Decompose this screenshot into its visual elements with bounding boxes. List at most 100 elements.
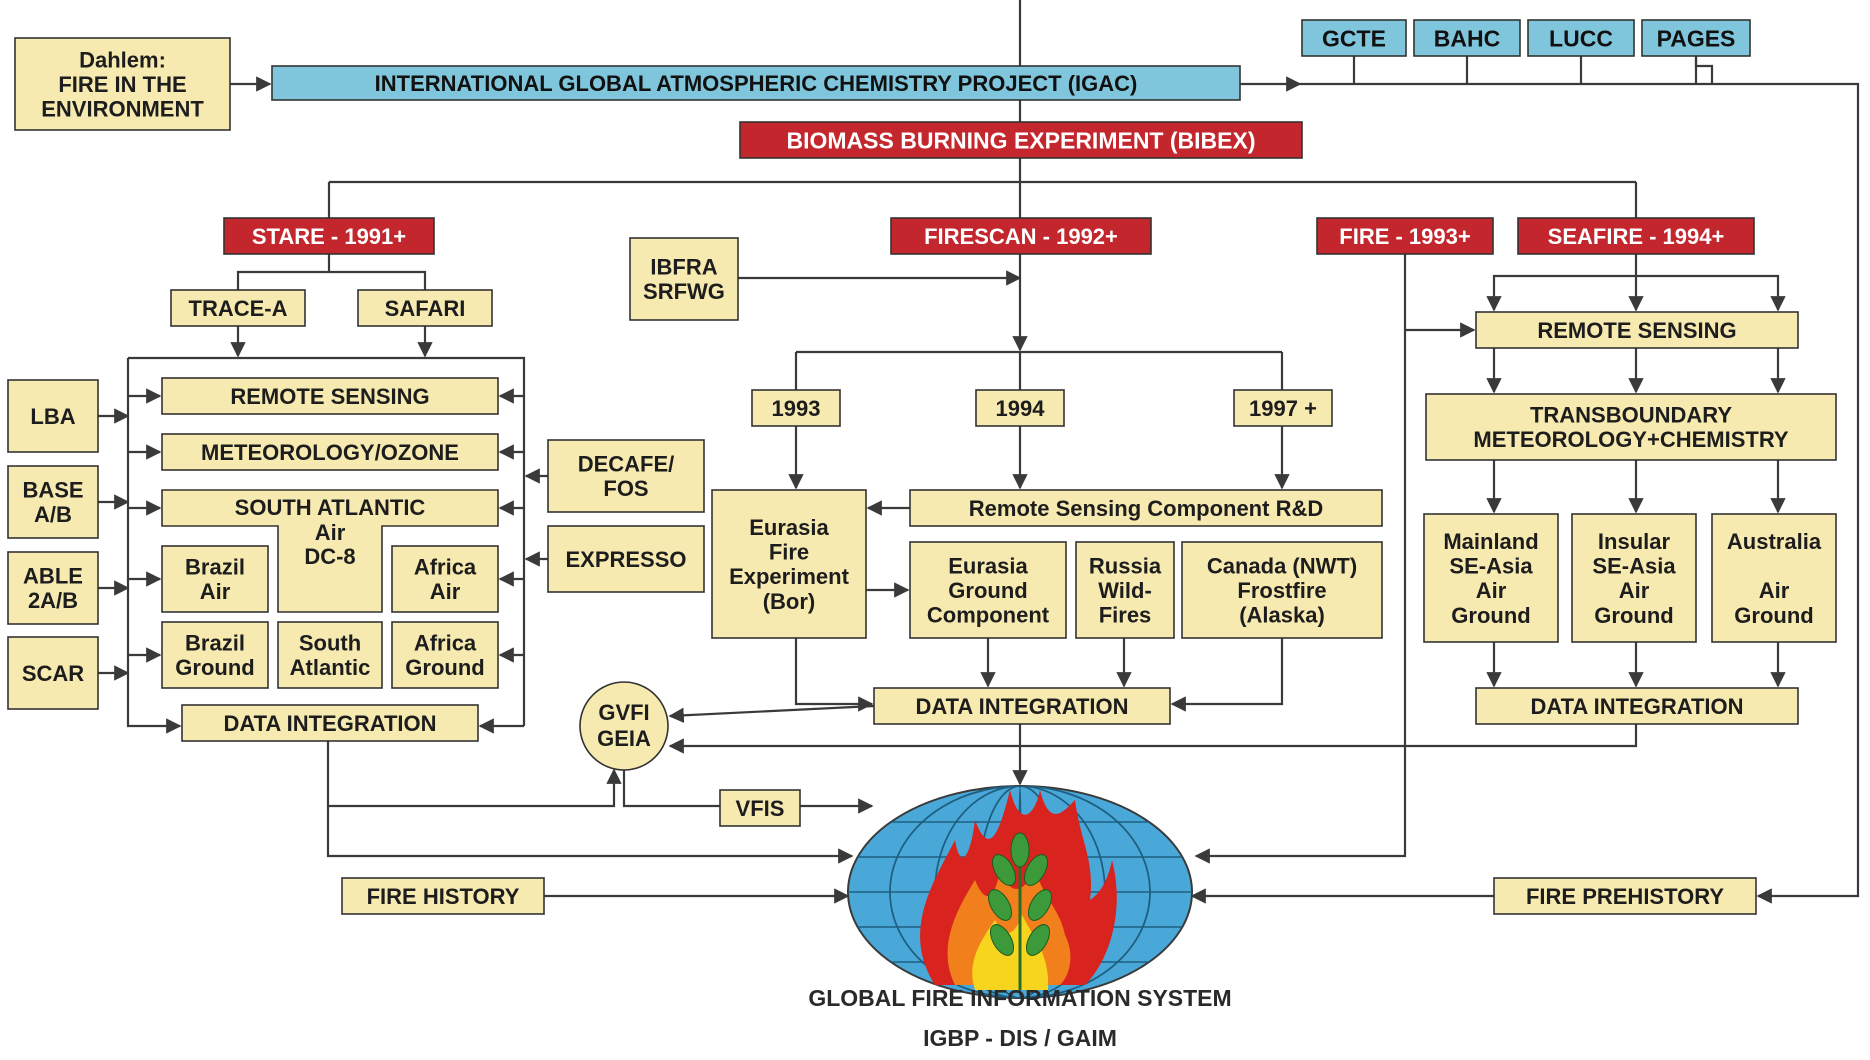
box-frame [1493,877,1757,915]
connector [236,254,331,290]
box-label: Dahlem: [79,47,166,72]
box-frame [1181,541,1383,639]
box-label: A/B [34,502,72,527]
box-stare-remote: REMOTE SENSING [161,377,499,415]
connector [1170,638,1284,712]
box-bahc: BAHC [1413,19,1521,57]
globe-fire-icon [847,785,1193,999]
leaf-icon [1023,854,1049,886]
box-label: IBFRA [650,255,717,280]
box-frame [1425,393,1837,461]
box-frame [547,439,705,513]
box-label: Ground [1734,603,1813,628]
box-label: FOS [603,476,648,501]
box-bibex: BIOMASS BURNING EXPERIMENT (BIBEX) [739,121,1303,159]
box-label: DATA INTEGRATION [1530,694,1743,719]
box-label: Air [1476,578,1507,603]
box-label: Air [315,520,346,545]
box-label: STARE - 1991+ [252,224,406,249]
box-label: DATA INTEGRATION [223,711,436,736]
box-label: Air [200,579,231,604]
box-y1994: 1994 [975,389,1065,427]
box-frame [14,37,231,131]
box-frame [1475,311,1799,349]
box-label: Canada (NWT) [1207,553,1357,578]
connector [1636,274,1786,312]
box-label: SOUTH ATLANTIC [235,495,426,520]
box-label: Africa [414,631,477,656]
box-frame [1316,217,1494,255]
box-label: BASE [22,478,83,503]
box-frame [271,65,1241,101]
connector [1194,254,1407,864]
box-label: FIRE PREHISTORY [1526,884,1724,909]
box-label: FIRE HISTORY [367,884,520,909]
connector [128,356,526,726]
leaf-icon [991,854,1017,886]
box-label: LUCC [1549,25,1613,51]
box-canada: Canada (NWT)Frostfire(Alaska) [1181,541,1383,639]
leaf-icon [1010,832,1030,868]
connector [1694,56,1714,84]
box-frame [277,621,383,689]
box-fire-prehistory: FIRE PREHISTORY [1493,877,1757,915]
box-label: EXPRESSO [565,547,686,572]
box-label: Atlantic [290,655,371,680]
box-expresso: EXPRESSO [547,525,705,593]
box-sea-data: DATA INTEGRATION [1475,687,1799,725]
box-label: Ground [405,655,484,680]
box-frame [1233,389,1333,427]
box-label: VFIS [736,796,785,821]
leaf-icon [987,889,1013,921]
connector [329,270,427,290]
box-label: LBA [30,404,75,429]
box-label: Air [1759,578,1790,603]
box-label: ABLE [23,564,83,589]
box-label: DC-8 [304,544,355,569]
box-label: METEOROLOGY/OZONE [201,440,459,465]
box-frame [391,621,499,689]
box-frame [7,551,99,625]
box-frame [890,217,1152,255]
connector [326,806,854,864]
box-frame [547,525,705,593]
box-frame [7,379,99,453]
box-label: REMOTE SENSING [230,384,429,409]
box-frame [1413,19,1521,57]
box-frame [341,877,545,915]
box-label: Ground [1594,603,1673,628]
box-frame [7,636,99,710]
box-frame [1527,19,1635,57]
box-frame [711,489,867,639]
box-frame [161,489,499,613]
box-firescan: FIRESCAN - 1992+ [890,217,1152,255]
caption-title: GLOBAL FIRE INFORMATION SYSTEM [808,985,1231,1011]
leaf-icon [1025,924,1051,956]
box-label: Air [430,579,461,604]
box-label: (Alaska) [1239,603,1325,628]
box-safari: SAFARI [357,289,493,327]
box-label: DATA INTEGRATION [915,694,1128,719]
box-frame [170,289,306,327]
box-sea-remote: REMOTE SENSING [1475,311,1799,349]
leaf-icon [989,924,1015,956]
box-rs-component: Remote Sensing Component R&D [909,489,1383,527]
box-trace-a: TRACE-A [170,289,306,327]
box-frame [629,237,739,321]
box-label: Air [1619,578,1650,603]
box-frame [1571,513,1697,643]
box-label: Eurasia [948,553,1028,578]
box-frame [579,681,669,771]
box-frame [391,545,499,613]
box-frame [719,789,801,827]
box-label: SEAFIRE - 1994+ [1548,224,1725,249]
box-label: REMOTE SENSING [1537,318,1736,343]
